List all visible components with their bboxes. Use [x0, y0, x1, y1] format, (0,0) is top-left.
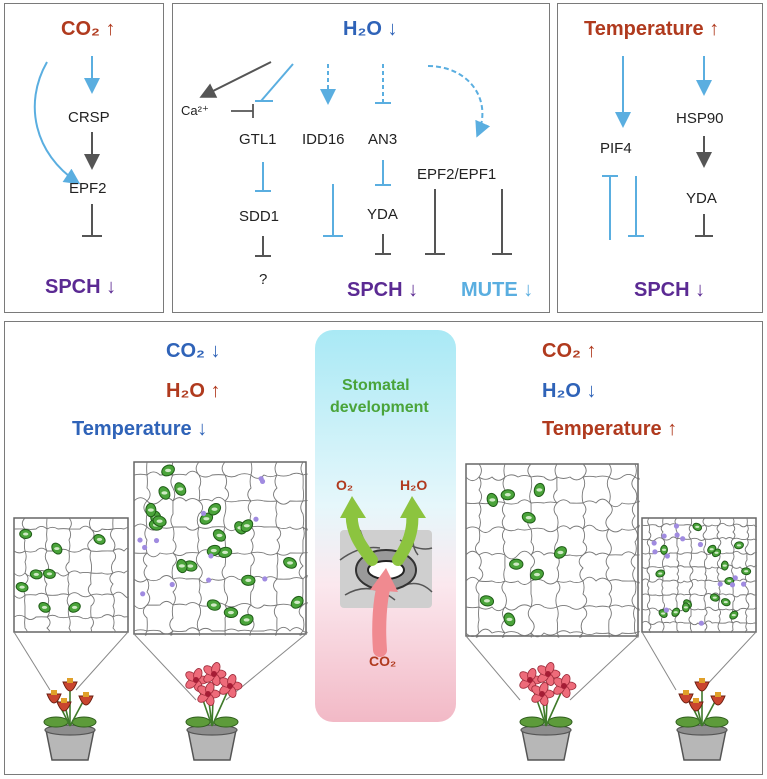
node-epf2: EPF2	[69, 180, 107, 197]
h2o-header: H₂O ↓	[343, 18, 398, 40]
co2-pathway-panel: CO₂ ↑ CRSP EPF2 SPCH ↓	[4, 3, 164, 313]
center-title-line1: Stomatal	[342, 377, 410, 394]
temperature-output-spch: SPCH ↓	[634, 279, 706, 301]
right-cond-h2o: H₂O ↓	[542, 380, 597, 402]
left-cond-temperature: Temperature ↓	[72, 418, 208, 440]
tissue-low-co2-small	[13, 517, 129, 633]
node-calcium: Ca²⁺	[181, 103, 209, 118]
tissue-low-h2o-small	[641, 517, 757, 633]
tissue-high-co2-large	[465, 463, 640, 638]
node-crsp: CRSP	[68, 109, 110, 126]
center-h2o-label: H₂O	[400, 477, 428, 493]
node-idd16: IDD16	[302, 131, 345, 148]
node-sdd1: SDD1	[239, 208, 280, 225]
plant-wilted-right	[675, 678, 729, 761]
zoom-line-1	[75, 631, 129, 691]
node-yda-temp: YDA	[686, 190, 717, 207]
zoom-line-6	[641, 631, 677, 691]
center-co2-label: CO₂	[369, 653, 397, 669]
node-yda: YDA	[367, 206, 398, 223]
zoom-line-5	[569, 635, 639, 701]
node-gtl1: GTL1	[239, 131, 277, 148]
h2o-pathway-arrows	[199, 61, 512, 257]
tissue-high-h2o-large	[133, 461, 308, 636]
node-pif4: PIF4	[600, 140, 632, 157]
zoom-line-7	[701, 631, 757, 691]
node-an3: AN3	[368, 131, 398, 148]
co2-header: CO₂ ↑	[61, 18, 116, 40]
plant-healthy-right	[519, 662, 577, 761]
center-title-line2: development	[330, 399, 429, 416]
h2o-pathway-panel: H₂O ↓ Ca²⁺ GTL1 IDD16 AN3 EPF2/EPF1 SDD1…	[172, 3, 550, 313]
node-epf2-epf1: EPF2/EPF1	[417, 166, 497, 183]
node-hsp90: HSP90	[676, 110, 724, 127]
stomatal-development-box	[315, 330, 456, 722]
zoom-line-0	[13, 631, 51, 691]
h2o-arrow-head	[400, 496, 426, 518]
h2o-output-mute: MUTE ↓	[461, 279, 534, 301]
temperature-pathway-panel: Temperature ↑ PIF4 HSP90 YDA SPCH ↓	[557, 3, 763, 313]
zoom-line-4	[465, 635, 521, 701]
temperature-header: Temperature ↑	[584, 18, 720, 40]
co2-output-spch: SPCH ↓	[45, 276, 117, 298]
o2-arrow-head	[340, 496, 366, 518]
node-unknown: ?	[259, 271, 268, 288]
right-cond-temperature: Temperature ↑	[542, 418, 678, 440]
plant-healthy-left	[185, 662, 243, 761]
zoom-line-2	[133, 633, 197, 701]
right-cond-co2: CO₂ ↑	[542, 340, 597, 362]
co2-pathway-arrows	[33, 56, 102, 237]
left-cond-co2: CO₂ ↓	[166, 340, 221, 362]
left-cond-h2o: H₂O ↑	[166, 380, 221, 402]
center-o2-label: O₂	[336, 477, 354, 493]
h2o-output-spch: SPCH ↓	[347, 279, 419, 301]
temperature-pathway-arrows	[602, 56, 713, 240]
co2-arrow-head	[370, 568, 398, 592]
plant-wilted-left	[43, 678, 97, 761]
